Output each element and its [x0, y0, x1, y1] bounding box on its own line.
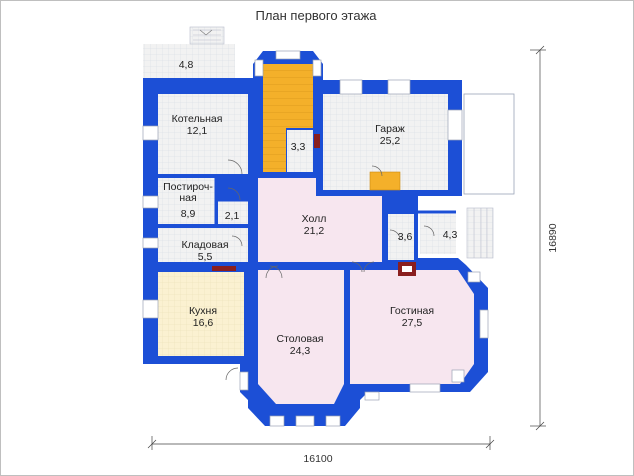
- dimension-height: [530, 45, 546, 431]
- label-laundry-name-2: ная: [179, 192, 196, 204]
- label-stair-area: 3,3: [291, 141, 306, 153]
- label-porch-area: 4,3: [443, 229, 458, 241]
- room-stair-closet: [287, 130, 313, 172]
- label-pantry-name: Кладовая: [181, 239, 228, 251]
- porch-steps: [466, 207, 494, 259]
- partitions: [158, 174, 456, 268]
- doors: [225, 159, 435, 381]
- label-garage-area: 25,2: [380, 135, 401, 147]
- garage-hatch: [369, 171, 401, 191]
- chimney: [314, 134, 320, 148]
- dimension-height-label: 16890: [547, 223, 559, 252]
- terrace-area: [143, 44, 235, 78]
- room-wc: [218, 200, 248, 224]
- label-laundry-name-1: Постироч-: [163, 181, 213, 193]
- room-hall: [258, 178, 382, 262]
- staircase: [263, 64, 313, 172]
- label-dining-name: Столовая: [277, 333, 324, 345]
- label-living-area: 27,5: [402, 317, 423, 329]
- dimension-width-label: 16100: [303, 453, 332, 465]
- label-terrace-area: 4,8: [179, 59, 194, 71]
- dimension-width: [147, 436, 495, 450]
- room-pantry: [158, 228, 248, 262]
- terrace-steps: [189, 26, 225, 45]
- label-small-area: 3,6: [398, 231, 413, 243]
- label-boiler-name: Котельная: [172, 113, 223, 125]
- label-boiler-area: 12,1: [187, 125, 208, 137]
- garage-canopy: [463, 93, 515, 195]
- label-hall-area: 21,2: [304, 225, 325, 237]
- label-hall-name: Холл: [302, 213, 327, 225]
- label-kitchen-area: 16,6: [193, 317, 214, 329]
- room-laundry: [158, 178, 216, 224]
- label-pantry-area: 5,5: [198, 251, 213, 263]
- room-porch: [420, 214, 456, 254]
- label-living-name: Гостиная: [390, 305, 434, 317]
- windows: [142, 50, 489, 427]
- room-small-3-6: [388, 214, 414, 260]
- plan-title: План первого этажа: [255, 8, 377, 23]
- room-kitchen: [158, 272, 244, 356]
- label-garage-name: Гараж: [375, 123, 405, 135]
- label-kitchen-name: Кухня: [189, 305, 217, 317]
- label-wc-area: 2,1: [225, 210, 240, 222]
- room-dining: [258, 270, 344, 404]
- label-dining-area: 24,3: [290, 345, 311, 357]
- label-laundry-area: 8,9: [181, 208, 196, 220]
- room-living: [350, 270, 474, 384]
